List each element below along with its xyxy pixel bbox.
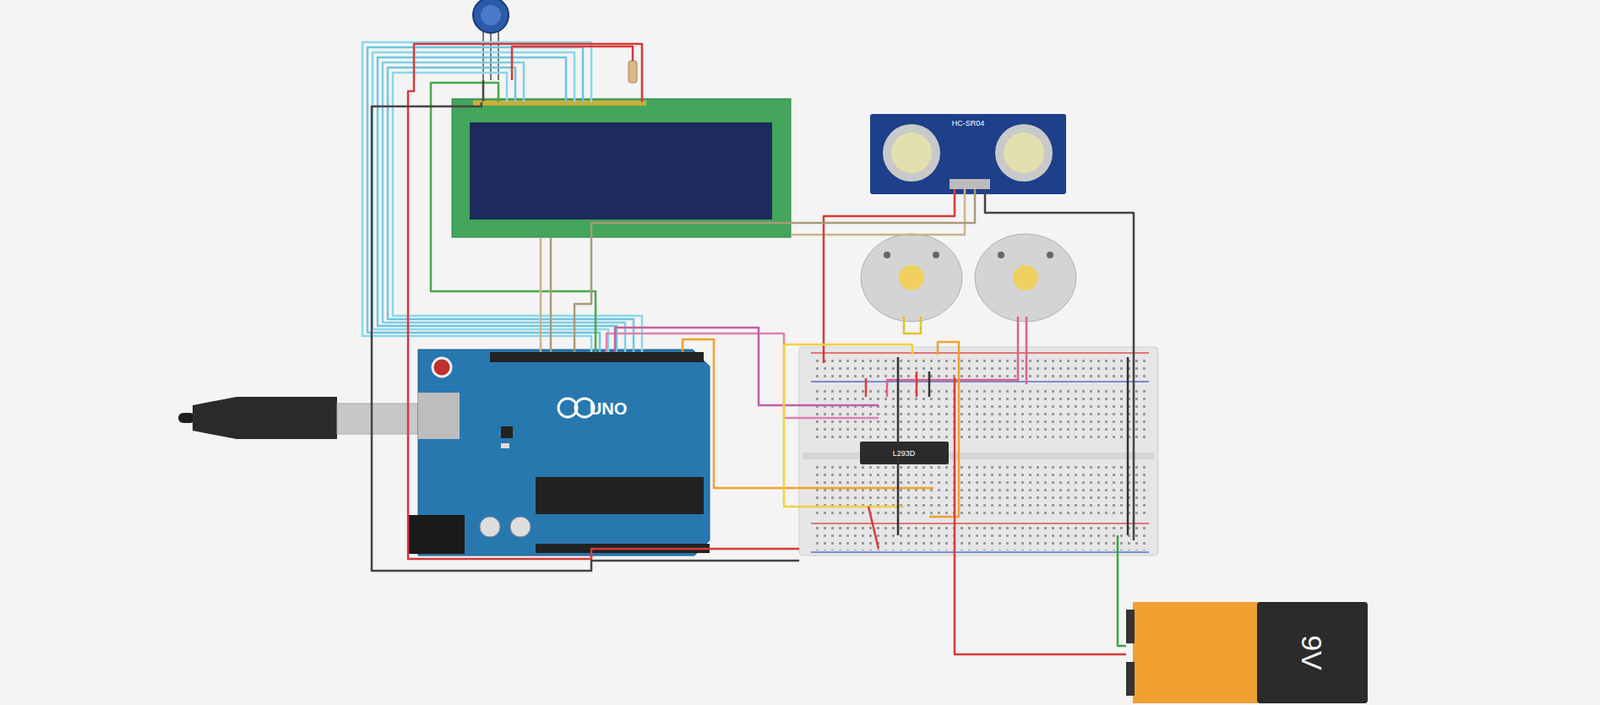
battery-9v — [1126, 602, 1368, 704]
wire — [887, 316, 1018, 398]
breadboard — [799, 347, 1159, 556]
wire — [482, 80, 485, 102]
wire — [614, 327, 879, 406]
board-model: UNO — [589, 400, 627, 418]
wire — [868, 506, 879, 550]
wire — [1126, 357, 1130, 536]
wire — [387, 67, 634, 353]
motor-driver-chip — [859, 441, 949, 465]
wire — [511, 46, 633, 81]
wire — [549, 237, 553, 353]
wire — [915, 371, 919, 398]
wire — [539, 237, 543, 353]
battery-voltage: 9V — [1297, 635, 1327, 671]
wire — [865, 378, 868, 398]
wire — [790, 189, 965, 235]
wire — [430, 82, 596, 353]
wire — [682, 339, 934, 489]
usb-cable — [178, 397, 422, 440]
wire — [903, 316, 921, 334]
chip-model: L293D — [892, 450, 916, 458]
wire — [897, 357, 900, 536]
ultrasonic-sensor — [870, 114, 1067, 195]
wire — [1117, 535, 1127, 647]
wire — [928, 371, 931, 398]
wire — [408, 43, 643, 560]
lcd-display — [451, 98, 791, 238]
arduino-board — [408, 349, 710, 556]
wire — [392, 72, 643, 353]
wire — [362, 42, 592, 353]
wire — [591, 549, 800, 558]
wires — [362, 42, 1134, 655]
wire — [783, 344, 913, 507]
wire — [823, 189, 955, 364]
resistor-symbol — [628, 60, 637, 83]
wire — [371, 102, 800, 572]
wire — [985, 189, 1134, 541]
wire — [1025, 316, 1029, 385]
dc-motor — [974, 234, 1077, 322]
sensor-model: HC-SR04 — [952, 119, 986, 128]
wire — [377, 57, 617, 353]
wire — [954, 377, 1127, 655]
dc-motor — [860, 234, 963, 322]
